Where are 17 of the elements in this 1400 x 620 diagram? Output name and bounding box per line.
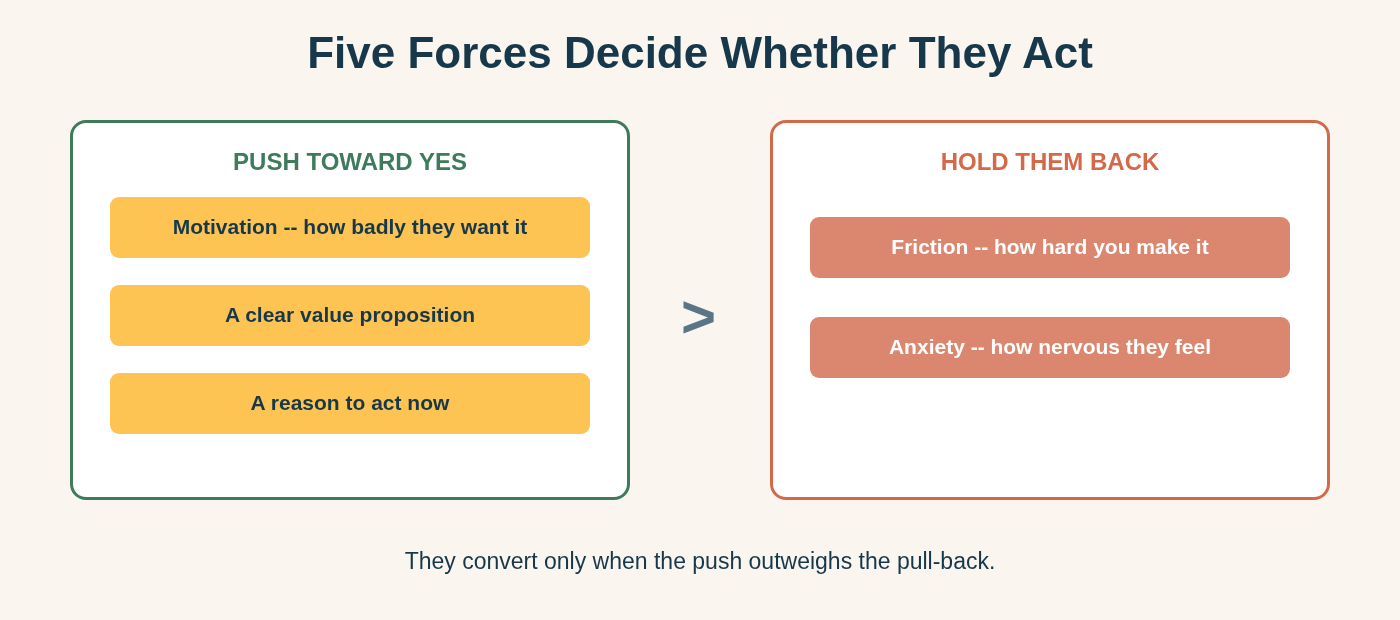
force-card bbox=[810, 217, 1290, 278]
force-label: Motivation -- how badly they want it bbox=[172, 215, 528, 240]
force-label: A clear value proposition bbox=[224, 303, 476, 328]
force-label: A reason to act now bbox=[250, 391, 450, 416]
greater-than-sign: > bbox=[681, 287, 717, 347]
force-label: Friction -- how hard you make it bbox=[891, 235, 1209, 260]
panel-heading: PUSH TOWARD YES bbox=[233, 148, 467, 176]
force-card bbox=[810, 317, 1290, 378]
forces-panel bbox=[770, 120, 1330, 500]
force-label: Anxiety -- how nervous they feel bbox=[888, 335, 1212, 360]
forces-panel bbox=[70, 120, 630, 500]
force-card bbox=[110, 197, 590, 258]
panel-heading: HOLD THEM BACK bbox=[940, 148, 1160, 176]
diagram-title: Five Forces Decide Whether They Act bbox=[307, 28, 1093, 79]
force-card bbox=[110, 285, 590, 346]
caption-text: They convert only when the push outweighs the pull-back. bbox=[404, 548, 996, 575]
force-card bbox=[110, 373, 590, 434]
